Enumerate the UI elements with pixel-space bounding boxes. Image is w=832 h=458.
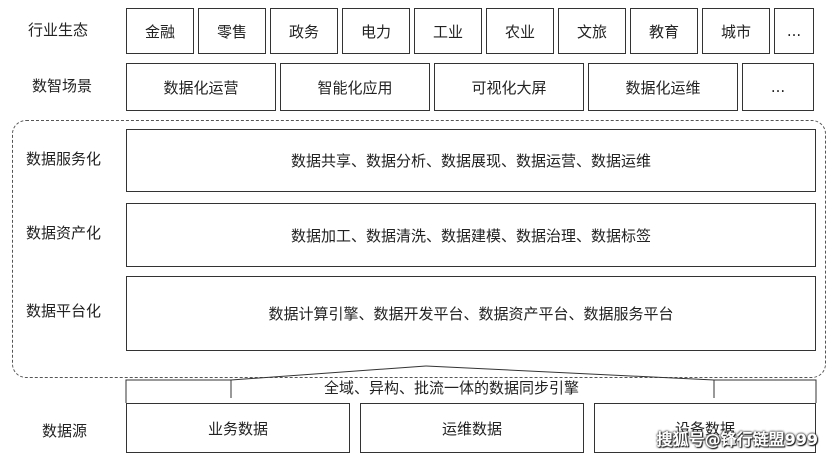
- source-box-operation: 运维数据: [360, 403, 584, 453]
- row-label-platform: 数据平台化: [26, 302, 102, 320]
- row-label-asset: 数据资产化: [26, 224, 102, 242]
- sync-funnel-left: [230, 365, 427, 381]
- source-box-device: 设备数据: [594, 403, 816, 453]
- sync-connector-left: [125, 379, 232, 403]
- scene-box-data-maintenance: 数据化运维: [588, 63, 738, 111]
- scene-box-visual-screen: 可视化大屏: [434, 63, 584, 111]
- data-capability-group: [12, 120, 826, 378]
- scene-box-more: ...: [742, 63, 814, 111]
- industry-box-power: 电力: [342, 8, 410, 54]
- service-content-box: 数据共享、数据分析、数据展现、数据运营、数据运维: [126, 129, 816, 192]
- row-label-scenes: 数智场景: [32, 77, 93, 95]
- industry-box-education: 教育: [630, 8, 698, 54]
- source-box-business: 业务数据: [126, 403, 350, 453]
- industry-box-culture-tourism: 文旅: [558, 8, 626, 54]
- sync-connector-right: [713, 379, 817, 403]
- industry-box-government: 政务: [270, 8, 338, 54]
- platform-content-box: 数据计算引擎、数据开发平台、数据资产平台、数据服务平台: [126, 276, 816, 351]
- industry-box-agriculture: 农业: [486, 8, 554, 54]
- scene-box-data-operation: 数据化运营: [126, 63, 276, 111]
- industry-box-retail: 零售: [198, 8, 266, 54]
- scene-box-intelligent-application: 智能化应用: [280, 63, 430, 111]
- row-label-service: 数据服务化: [26, 150, 102, 168]
- industry-box-finance: 金融: [126, 8, 194, 54]
- watermark-text: 搜狐号@锋行链盟999: [656, 430, 818, 449]
- row-label-industry: 行业生态: [28, 21, 89, 39]
- row-label-source: 数据源: [42, 422, 88, 440]
- sync-engine-label: 全域、异构、批流一体的数据同步引擎: [324, 379, 580, 397]
- sync-funnel-right: [425, 365, 715, 381]
- asset-content-box: 数据加工、数据清洗、数据建模、数据治理、数据标签: [126, 203, 816, 267]
- industry-box-more: ...: [774, 8, 814, 54]
- industry-box-manufacturing: 工业: [414, 8, 482, 54]
- industry-box-city: 城市: [702, 8, 770, 54]
